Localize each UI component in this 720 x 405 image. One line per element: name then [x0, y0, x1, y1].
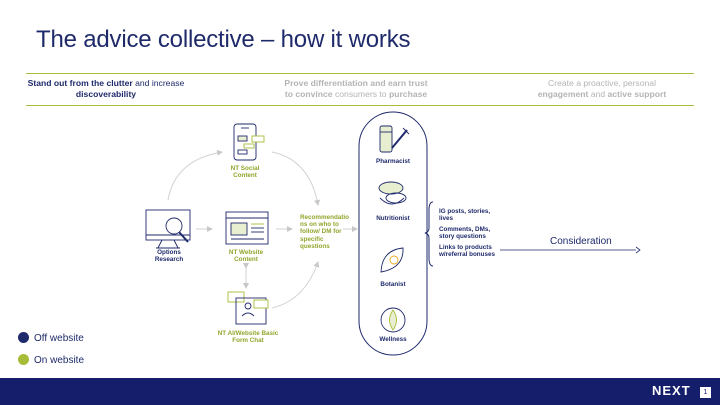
social-phone-icon — [233, 123, 265, 161]
legend-dot-navy — [18, 332, 29, 343]
goal-3-text-b: and — [588, 89, 608, 99]
action-ig-posts: IG posts, stories, lives — [439, 208, 491, 223]
goal-1-bold-a: Stand out from the clutter — [27, 78, 133, 88]
goal-2-bold-b: to convince — [284, 89, 333, 99]
goal-3-bold-a: engagement — [537, 89, 589, 99]
pharmacist-icon — [379, 125, 410, 153]
label-social-content: NT Social Content — [230, 165, 260, 180]
legend-dot-green — [18, 354, 29, 365]
label-website-content: NT Website Content — [228, 249, 264, 264]
goal-1-text: and increase — [132, 78, 185, 88]
label-pharmacist: Pharmacist — [376, 158, 410, 165]
arc-options-to-social — [167, 149, 223, 201]
legend-label-on: On website — [34, 355, 85, 366]
label-nutritionist: Nutritionist — [376, 215, 410, 222]
label-wellness: Wellness — [379, 336, 407, 343]
actions-brace — [424, 201, 434, 267]
label-chat: NT AI/Website Basic Form Chat — [217, 330, 279, 345]
goal-3-text-a: Create a proactive, personal — [548, 78, 656, 88]
legend-label-off: Off website — [34, 333, 84, 344]
next-logo: NEXT — [652, 383, 691, 398]
options-search-icon — [145, 209, 191, 249]
goal-2-text: consumers to — [332, 89, 389, 99]
goal-2-bold-a: Prove differentiation and earn trust — [284, 78, 428, 88]
goal-engagement: Create a proactive, personal engagement … — [512, 78, 692, 100]
website-browser-icon — [225, 211, 269, 245]
wellness-icon — [380, 307, 406, 333]
label-botanist: Botanist — [380, 281, 406, 288]
page-number: 1 — [700, 387, 711, 398]
legend-on-website: On website — [18, 354, 84, 366]
botanist-icon — [380, 247, 404, 273]
goal-2-bold-c: purchase — [388, 89, 428, 99]
goal-1-bold-b: discoverability — [75, 89, 137, 99]
goal-purchase: Prove differentiation and earn trust to … — [236, 78, 476, 100]
chat-icon — [227, 291, 269, 325]
goals-band: Stand out from the clutter and increase … — [26, 73, 694, 106]
nutritionist-icon — [378, 181, 407, 205]
action-links: Links to products w/referral bonuses — [439, 244, 495, 259]
goal-3-bold-b: active support — [607, 89, 667, 99]
page-title: The advice collective – how it works — [36, 26, 411, 53]
consideration-label: Consideration — [550, 236, 612, 247]
label-options-research: Options Research — [154, 249, 184, 264]
arc-chat-to-recommend — [271, 261, 320, 309]
goal-discoverability: Stand out from the clutter and increase … — [26, 78, 186, 100]
footer-bar — [0, 378, 720, 405]
legend-off-website: Off website — [18, 332, 84, 344]
action-comments: Comments, DMs, story questions — [439, 226, 491, 241]
label-recommendations: Recommendatio ns on who to follow/ DM fo… — [300, 214, 349, 250]
arc-social-to-recommend — [271, 151, 321, 206]
